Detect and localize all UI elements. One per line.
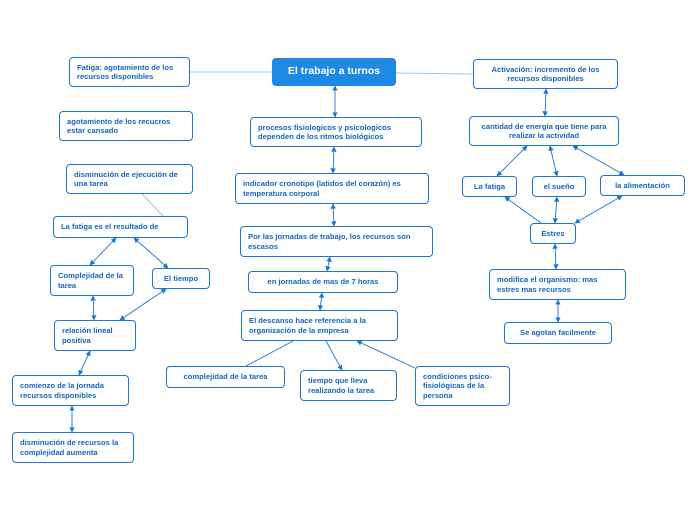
node-tiempo-lleva-label: tiempo que lleva realizando la tarea [308,376,375,395]
node-el-tiempo[interactable]: El tiempo [152,268,210,289]
central-topic[interactable]: El trabajo a turnos [272,58,396,86]
node-condiciones[interactable]: condiciones psico-fisiológicas de la per… [415,366,510,406]
node-complejidad-tarea[interactable]: Complejidad de la tarea [50,265,134,296]
edge-alimentacion-estres [574,195,623,224]
node-disminucion-recursos[interactable]: disminución de recursos la complejidad a… [12,432,134,463]
node-agotan-label: Se agotan facilmente [520,328,596,338]
node-estres-label: Estres [541,228,565,238]
node-disminucion-ejecucion[interactable]: disminución de ejecución de una tarea [66,164,193,194]
edge-relacion-comienzo [78,350,91,376]
node-el-sueno-label: el sueño [543,181,575,191]
edge-jornadas-mas7 [325,256,332,272]
node-condiciones-label: condiciones psico-fisiológicas de la per… [423,371,492,400]
node-descanso[interactable]: El descanso hace referencia a la organiz… [241,310,398,341]
edge-descanso-tiempo-lleva [325,340,343,371]
node-fatiga-label: Fatiga: agotamiento de los recursos disp… [77,62,174,82]
node-indicador-label: indicador cronotipo (latidos del corazón… [243,179,401,198]
central-topic-label: El trabajo a turnos [287,65,381,78]
edge-sueno-estres [552,196,560,224]
node-energia-label: cantidad de energía que tiene para reali… [481,121,607,141]
node-activacion[interactable]: Activación: incremento de los recursos d… [473,59,618,89]
node-la-fatiga[interactable]: La fatiga [462,176,517,197]
node-descanso-label: El descanso hace referencia a la organiz… [249,316,366,335]
node-el-tiempo-label: El tiempo [163,273,199,283]
edge-tiempo-relacion [119,288,167,321]
node-agotamiento[interactable]: agotamiento de los recucros estar cansad… [59,111,193,141]
node-el-sueno[interactable]: el sueño [532,176,586,197]
node-modifica[interactable]: modifica el organismo: mas estres mas re… [489,269,626,300]
edge-title-activacion [395,72,474,75]
edge-complejidad-relacion [90,295,97,321]
node-modifica-label: modifica el organismo: mas estres mas re… [497,275,598,294]
edge-estres-modifica [552,243,559,270]
node-mas-7-horas-label: en jornadas de mas de 7 horas [267,277,379,287]
node-fatiga[interactable]: Fatiga: agotamiento de los recursos disp… [69,57,190,87]
node-fatiga-resultado-label: La fatiga es el resultado de [61,222,159,232]
node-relacion-lineal[interactable]: relación lineal positiva [54,320,136,351]
node-activacion-label: Activación: incremento de los recursos d… [491,64,600,84]
edge-descanso-complejidad [245,340,294,367]
node-complejidad-tarea-label: Complejidad de la tarea [58,271,123,290]
node-la-fatiga-label: La fatiga [473,181,506,191]
node-procesos-label: procesos fisiologicos y psicologicos dep… [258,122,391,142]
node-comienzo-jornada-label: comienzo de la jornada recursos disponib… [20,381,104,400]
node-indicador[interactable]: indicador cronotipo (latidos del corazón… [235,173,429,204]
edge-resultado-complejidad [89,237,117,266]
edge-procesos-indicador [330,146,337,174]
edge-disminucion-resultado [141,193,164,217]
node-alimentacion-label: la alimentación [615,180,670,190]
node-jornadas-label: Por las jornadas de trabajo, los recurso… [248,232,411,251]
node-complejidad[interactable]: complejidad de la tarea [166,366,285,388]
node-disminucion-recursos-label: disminución de recursos la complejidad a… [20,438,119,457]
node-jornadas[interactable]: Por las jornadas de trabajo, los recurso… [240,226,433,257]
node-disminucion-ejecucion-label: disminución de ejecución de una tarea [74,169,178,189]
edge-descanso-condiciones [356,340,416,369]
edge-activacion-energia [542,88,549,117]
node-agotamiento-label: agotamiento de los recucros estar cansad… [67,116,171,136]
node-comienzo-jornada[interactable]: comienzo de la jornada recursos disponib… [12,375,129,406]
node-procesos[interactable]: procesos fisiologicos y psicologicos dep… [250,117,422,147]
edge-energia-alimentacion [572,145,625,176]
edge-energia-sueno [548,145,559,177]
node-fatiga-resultado[interactable]: La fatiga es el resultado de [53,216,188,238]
node-energia[interactable]: cantidad de energía que tiene para reali… [469,116,619,146]
edge-indicador-jornadas [330,203,337,227]
edge-lafatiga-estres [504,196,542,224]
edge-energia-lafatiga [496,145,528,177]
node-tiempo-lleva[interactable]: tiempo que lleva realizando la tarea [300,370,397,401]
node-alimentacion[interactable]: la alimentación [600,175,685,196]
node-mas-7-horas[interactable]: en jornadas de mas de 7 horas [248,271,398,293]
node-agotan[interactable]: Se agotan facilmente [504,322,612,344]
edge-resultado-tiempo [133,237,169,269]
edge-mas7-descanso [317,292,325,311]
node-complejidad-label: complejidad de la tarea [183,372,268,382]
node-estres[interactable]: Estres [530,223,576,244]
node-relacion-lineal-label: relación lineal positiva [62,326,113,345]
